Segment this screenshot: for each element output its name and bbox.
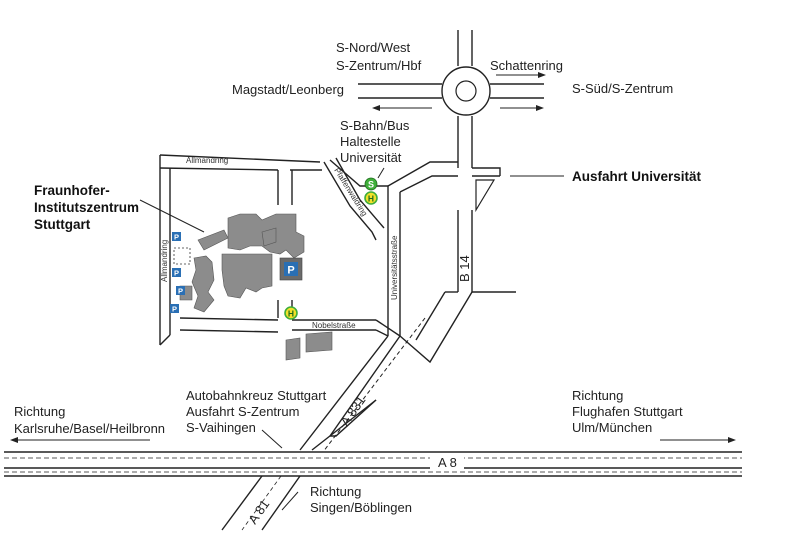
universitaetsstrasse-road	[323, 157, 401, 336]
campus-buildings	[173, 213, 333, 361]
a831-road	[299, 291, 473, 453]
parking-garage: P	[279, 257, 303, 281]
bus-symbol: H	[368, 194, 374, 204]
road-b14: B 14	[457, 255, 472, 282]
bus-symbol: H	[288, 309, 294, 319]
street-pfaffenwaldring: Pfaffenwaldring	[332, 166, 369, 217]
label-flughafen-stuttgart: Flughafen Stuttgart	[572, 404, 683, 419]
parking-garage-label: P	[287, 265, 294, 277]
label-richtung-ost: Richtung	[572, 388, 623, 403]
road-a8: A 8	[438, 455, 457, 470]
label-s-sued-s-zentrum: S-Süd/S-Zentrum	[572, 81, 673, 96]
a8-direction-arrows	[10, 429, 736, 511]
street-universitaetsstrasse: Universitätsstraße	[390, 235, 399, 300]
parking-icon: P	[172, 305, 177, 314]
label-ausfahrt-s-zentrum: Ausfahrt S-Zentrum	[186, 404, 299, 419]
label-singen-boeblingen: Singen/Böblingen	[310, 500, 412, 515]
label-sbahn-bus: S-Bahn/Bus	[340, 118, 410, 133]
sbahn-stop-icon	[364, 177, 378, 191]
bus-stop-icon	[364, 191, 378, 205]
b14-road	[445, 30, 516, 293]
label-s-vaihingen: S-Vaihingen	[186, 420, 256, 435]
label-ausfahrt-universitaet: Ausfahrt Universität	[572, 169, 702, 184]
parking-signs: P P P P	[170, 232, 185, 314]
label-universitaet: Universität	[340, 150, 402, 165]
label-s-nord-west: S-Nord/West	[336, 40, 411, 55]
label-autobahnkreuz: Autobahnkreuz Stuttgart	[186, 388, 327, 403]
label-haltestelle: Haltestelle	[340, 134, 401, 149]
parking-icon: P	[174, 233, 179, 242]
street-nobelstrasse: Nobelstraße	[312, 321, 356, 330]
label-karlsruhe-basel-heilbronn: Karlsruhe/Basel/Heilbronn	[14, 421, 165, 436]
ausfahrt-universitaet-interchange	[387, 161, 564, 213]
direction-arrows-roundabout	[372, 72, 546, 111]
label-richtung-sued: Richtung	[310, 484, 361, 499]
label-institutszentrum: Institutszentrum	[34, 200, 139, 215]
street-allmandring-left: Allmandring	[160, 240, 169, 282]
street-allmandring-top: Allmandring	[186, 156, 228, 165]
sbahn-symbol: S	[368, 180, 374, 190]
label-richtung-west: Richtung	[14, 404, 65, 419]
label-ulm-muenchen: Ulm/München	[572, 420, 652, 435]
parking-icon: P	[178, 287, 183, 296]
label-schattenring: Schattenring	[490, 58, 563, 73]
a8-motorway	[4, 451, 742, 477]
fraunhofer-leader-line	[139, 199, 205, 233]
label-magstadt-leonberg: Magstadt/Leonberg	[232, 82, 344, 97]
parking-icon: P	[174, 269, 179, 278]
label-stuttgart: Stuttgart	[34, 217, 91, 232]
label-s-zentrum-hbf: S-Zentrum/Hbf	[336, 58, 422, 73]
bus-stop-icon	[284, 306, 298, 320]
transit-stops: S H H	[284, 167, 385, 320]
label-fraunhofer: Fraunhofer-	[34, 183, 110, 198]
roundabout	[358, 66, 544, 116]
a81-road	[221, 475, 301, 531]
